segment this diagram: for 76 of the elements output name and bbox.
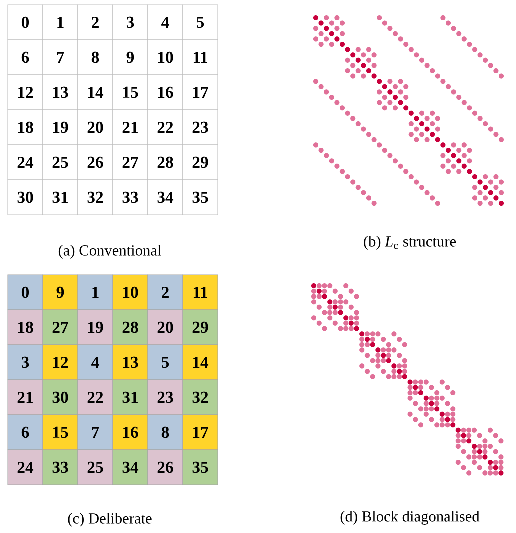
grid-cell: 28 (148, 144, 184, 180)
grid-cell: 21 (112, 110, 148, 146)
grid-cell: 27 (112, 144, 148, 180)
grid-cell: 22 (78, 380, 114, 416)
grid-cell: 13 (112, 344, 148, 380)
grid-cell: 18 (8, 310, 44, 346)
grid-cell: 23 (182, 110, 218, 146)
grid-cell: 28 (112, 310, 148, 346)
grid-cell: 9 (42, 274, 78, 310)
grid-cell: 2 (148, 274, 184, 310)
grid-cell: 29 (182, 310, 218, 346)
grid-cell: 31 (112, 380, 148, 416)
caption: (c) Deliberate (68, 513, 152, 527)
grid-cell: 6 (8, 414, 44, 450)
grid-cell: 0 (8, 274, 44, 310)
grid-cell: 17 (182, 414, 218, 450)
grid-cell: 1 (42, 4, 78, 40)
grid-cell: 6 (8, 40, 44, 76)
grid-cell: 24 (8, 450, 44, 486)
grid-cell: 27 (42, 310, 78, 346)
grid-cell: 24 (8, 144, 44, 180)
grid-cell: 15 (112, 74, 148, 110)
grid-cell: 9 (112, 40, 148, 76)
grid-cell: 16 (148, 74, 184, 110)
grid-cell: 35 (182, 180, 218, 216)
grid-cell: 19 (78, 310, 114, 346)
grid-cell: 2 (78, 4, 114, 40)
grid-cell: 19 (42, 110, 78, 146)
grid-cell: 0 (8, 4, 44, 40)
grid-cell: 20 (148, 310, 184, 346)
grid-cell: 34 (112, 450, 148, 486)
grid-cell: 5 (148, 344, 184, 380)
grid-cell: 17 (182, 74, 218, 110)
grid-cell: 31 (42, 180, 78, 216)
grid-cell: 11 (182, 40, 218, 76)
grid-cell: 5 (182, 4, 218, 40)
grid-cell: 13 (42, 74, 78, 110)
grid-cell: 7 (78, 414, 114, 450)
grid-cell: 35 (182, 450, 218, 486)
grid-cell: 14 (78, 74, 114, 110)
grid-cell: 3 (112, 4, 148, 40)
grid-cell: 4 (148, 4, 184, 40)
grid-cell: 23 (148, 380, 184, 416)
grid-cell: 25 (78, 450, 114, 486)
grid-cell: 10 (112, 274, 148, 310)
grid-cell: 20 (78, 110, 114, 146)
grid-cell: 16 (112, 414, 148, 450)
grid-cell: 8 (78, 40, 114, 76)
grid-cell: 12 (42, 344, 78, 380)
caption: (d) Block diagonalised (340, 511, 480, 525)
grid-cell: 33 (112, 180, 148, 216)
grid-cell: 12 (8, 74, 44, 110)
grid-cell: 7 (42, 40, 78, 76)
grid-cell: 21 (8, 380, 44, 416)
grid-cell: 34 (148, 180, 184, 216)
grid-cell: 22 (148, 110, 184, 146)
grid-cell: 10 (148, 40, 184, 76)
grid-cell: 1 (78, 274, 114, 310)
grid-cell: 32 (78, 180, 114, 216)
grid-cell: 33 (42, 450, 78, 486)
grid-cell: 4 (78, 344, 114, 380)
grid-cell: 14 (182, 344, 218, 380)
grid-cell: 8 (148, 414, 184, 450)
grid-cell: 30 (42, 380, 78, 416)
grid-cell: 3 (8, 344, 44, 380)
grid-cell: 29 (182, 144, 218, 180)
grid-cell: 15 (42, 414, 78, 450)
grid-cell: 30 (8, 180, 44, 216)
grid-cell: 26 (148, 450, 184, 486)
grid-cell: 32 (182, 380, 218, 416)
caption: (a) Conventional (58, 245, 162, 259)
grid-cell: 26 (78, 144, 114, 180)
grid-cell: 18 (8, 110, 44, 146)
grid-cell: 25 (42, 144, 78, 180)
grid-cell: 11 (182, 274, 218, 310)
caption: (b) L$_{c}$ structure (364, 236, 456, 250)
